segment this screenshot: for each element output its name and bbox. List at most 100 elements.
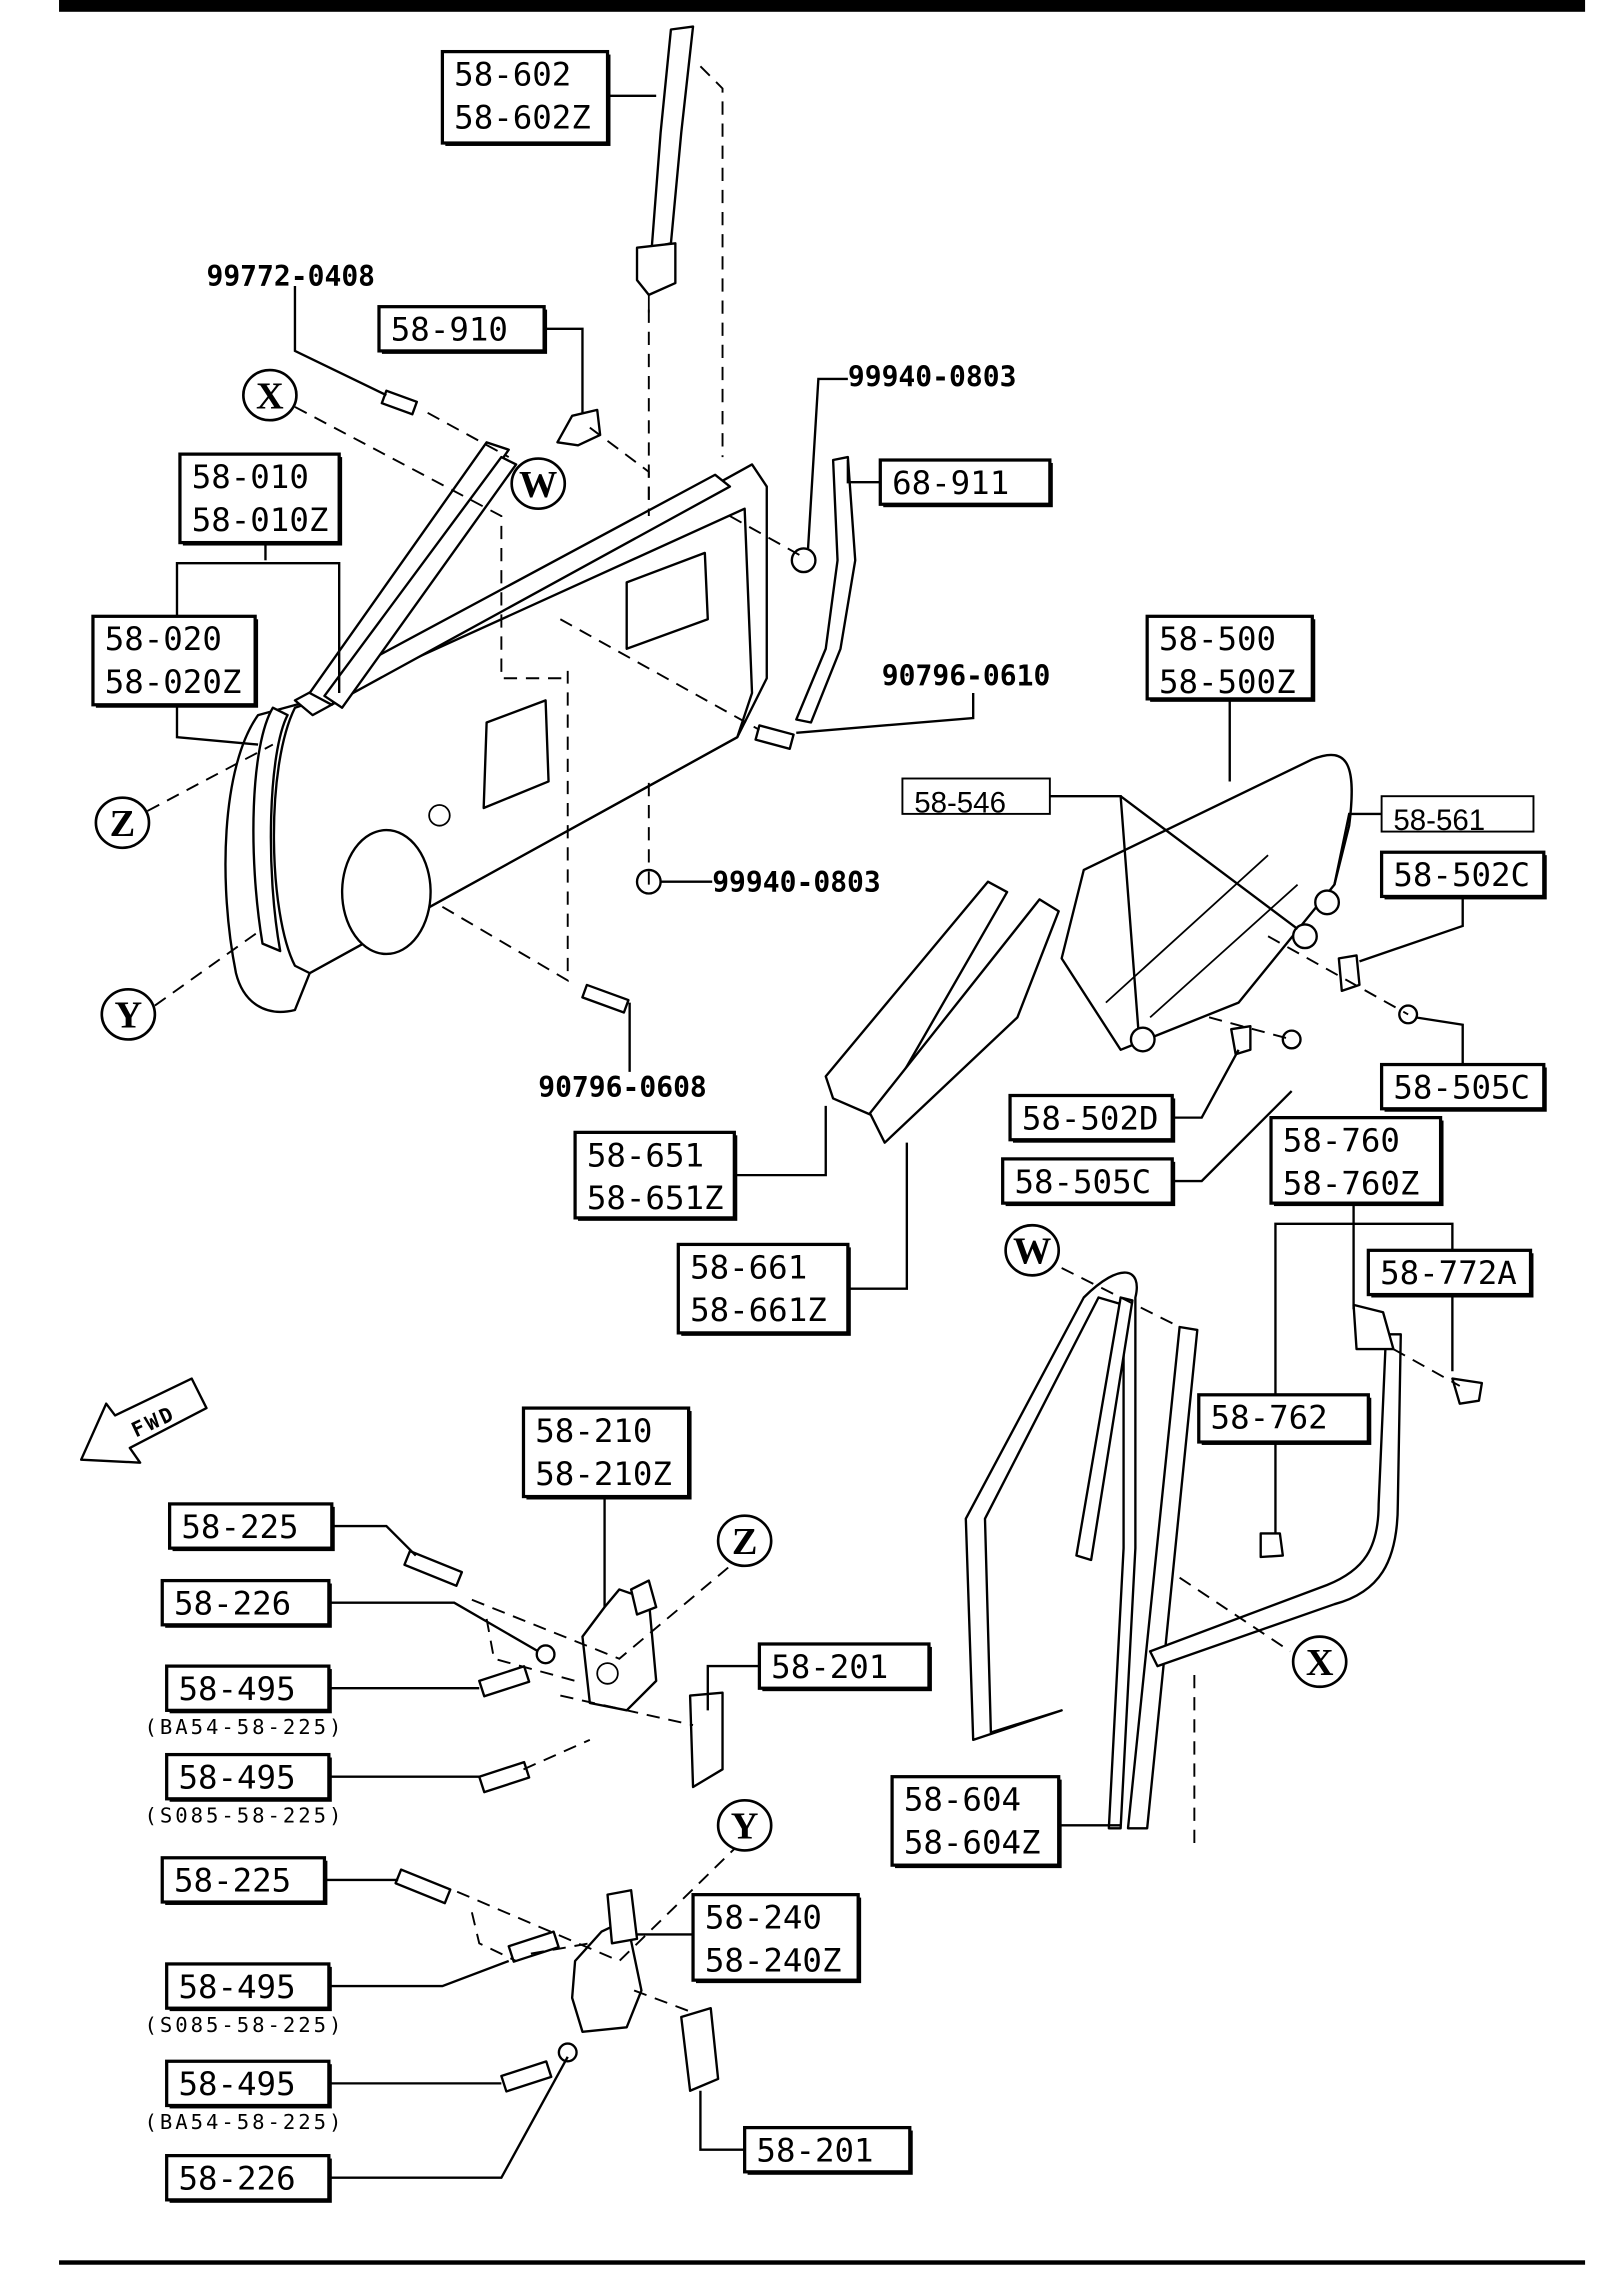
- part-number: 58-602Z: [454, 98, 591, 136]
- part-number: 58-240: [705, 1899, 822, 1937]
- part-number: 58-210Z: [535, 1455, 672, 1493]
- callout-58-502c-8[interactable]: 58-502C: [1359, 850, 1547, 963]
- part-number-label[interactable]: 90796-0608: [538, 1002, 707, 1104]
- quarter-glass-58-651-58-661: [824, 880, 1060, 1144]
- leader-line: [331, 1524, 417, 1557]
- door-glass-58-500: [1060, 753, 1419, 1056]
- callout-58-602-0[interactable]: 58-602 58-602Z: [440, 49, 657, 146]
- part-number: 58-495: [178, 2065, 295, 2103]
- part-number: 99772-0408: [206, 260, 375, 293]
- callout-58-495-22[interactable]: 58-495: [165, 1752, 480, 1802]
- part-number: 58-240Z: [705, 1941, 842, 1979]
- part-number: 58-561: [1393, 804, 1485, 837]
- bottom-border-line: [59, 2260, 1586, 2265]
- callout-58-226-28[interactable]: 58-226: [165, 2056, 569, 2203]
- callout-58-910-1[interactable]: 58-910: [377, 305, 584, 413]
- leader-line: [544, 327, 584, 413]
- leader-line: [1333, 812, 1382, 885]
- callout-58-225-24[interactable]: 58-225: [160, 1856, 399, 1905]
- reference-marker: X: [242, 368, 298, 422]
- reference-circle: [1291, 1635, 1348, 1689]
- reference-letter: X: [256, 375, 284, 417]
- part-number: 90796-0610: [882, 660, 1051, 693]
- callout-box: [691, 1893, 860, 1982]
- leader-line: [328, 1959, 510, 1988]
- leader-line: [175, 562, 341, 746]
- reference-marker: W: [1004, 1223, 1061, 1277]
- leader-line: [328, 1601, 539, 1653]
- part-number: 58-226: [178, 2160, 295, 2198]
- callout-58-505c-11[interactable]: 58-505C: [1001, 1090, 1293, 1207]
- part-number: 68-911: [892, 464, 1009, 502]
- reference-marker: X: [1291, 1635, 1348, 1689]
- leader-line: [846, 460, 881, 484]
- top-border-bar: [59, 0, 1586, 12]
- weatherstrip-68-911: [795, 455, 857, 724]
- part-number: 58-495: [178, 1758, 295, 1796]
- callout-58-561-7[interactable]: 58-561: [1333, 795, 1535, 885]
- callout-box: [1001, 1157, 1174, 1205]
- callout-58-240-25[interactable]: 58-240 58-240Z: [637, 1893, 862, 1984]
- part-number-label[interactable]: 99940-0803: [660, 866, 881, 899]
- part-number: 58-502C: [1393, 856, 1530, 894]
- callout-58-201-23[interactable]: 58-201: [706, 1642, 932, 1711]
- callout-58-500-5[interactable]: 58-500 58-500Z: [1145, 614, 1316, 782]
- callout-box: [1008, 1093, 1174, 1142]
- leader-line: [1274, 1222, 1454, 1395]
- callout-58-762-16[interactable]: 58-762: [1197, 1393, 1372, 1534]
- part-number: 58-020: [105, 620, 222, 658]
- callout-58-225-19[interactable]: 58-225: [167, 1502, 417, 1557]
- callout-58-546-6[interactable]: 58-546: [901, 777, 1299, 1030]
- reference-marker: Z: [716, 1514, 773, 1568]
- part-number-label[interactable]: 99772-0408: [206, 260, 387, 397]
- part-number-label[interactable]: 90796-0610: [796, 660, 1051, 734]
- forward-arrow: FWD: [79, 1377, 208, 1464]
- reference-letter: Z: [110, 803, 136, 845]
- alt-part-number: (S085-58-225): [145, 2013, 345, 2037]
- callout-box: [165, 2059, 331, 2108]
- callout-box: [1366, 1248, 1533, 1297]
- callout-box: [890, 1775, 1061, 1867]
- reference-circle: [716, 1514, 773, 1568]
- part-number: 58-500Z: [1159, 663, 1296, 701]
- reference-marker: Y: [716, 1798, 773, 1852]
- callout-58-201-29[interactable]: 58-201: [699, 2090, 913, 2175]
- part-number: 58-226: [174, 1585, 291, 1623]
- guide-lines-lower-right: [1061, 1267, 1461, 1844]
- reference-circle: [100, 988, 157, 1041]
- part-number-label[interactable]: 99940-0803: [806, 360, 1016, 549]
- part-number: 58-546: [914, 786, 1006, 819]
- callout-58-502d-10[interactable]: 58-502D: [1008, 1049, 1240, 1143]
- callout-58-495-21[interactable]: 58-495: [165, 1664, 480, 1714]
- upper-hinge-58-210: [403, 1549, 724, 1794]
- lower-hinge-58-240: [394, 1868, 720, 2093]
- part-number: 58-225: [181, 1508, 298, 1546]
- callout-box: [160, 1578, 331, 1627]
- part-number: 90796-0608: [538, 1071, 707, 1104]
- callout-68-911-4[interactable]: 68-911: [846, 458, 1053, 508]
- reference-circle: [94, 796, 151, 850]
- callout-58-772a-13[interactable]: 58-772A: [1274, 1222, 1534, 1395]
- callout-58-505c-9[interactable]: 58-505C: [1379, 1016, 1547, 1112]
- door-shell: [224, 441, 768, 1013]
- part-number: 58-910: [391, 311, 508, 349]
- callout-58-495-26[interactable]: 58-495: [165, 1959, 510, 2012]
- callout-58-226-20[interactable]: 58-226: [160, 1578, 539, 1653]
- callout-box: [1269, 1115, 1443, 1205]
- leader-line: [806, 377, 848, 549]
- part-number: 58-760: [1283, 1122, 1400, 1160]
- callout-box: [165, 1664, 331, 1712]
- part-number: 58-602: [454, 56, 571, 94]
- part-number: 58-010Z: [192, 501, 329, 539]
- reference-marker: Y: [100, 988, 157, 1041]
- callout-58-495-27[interactable]: 58-495: [165, 2059, 502, 2109]
- part-number: 58-500: [1159, 620, 1276, 658]
